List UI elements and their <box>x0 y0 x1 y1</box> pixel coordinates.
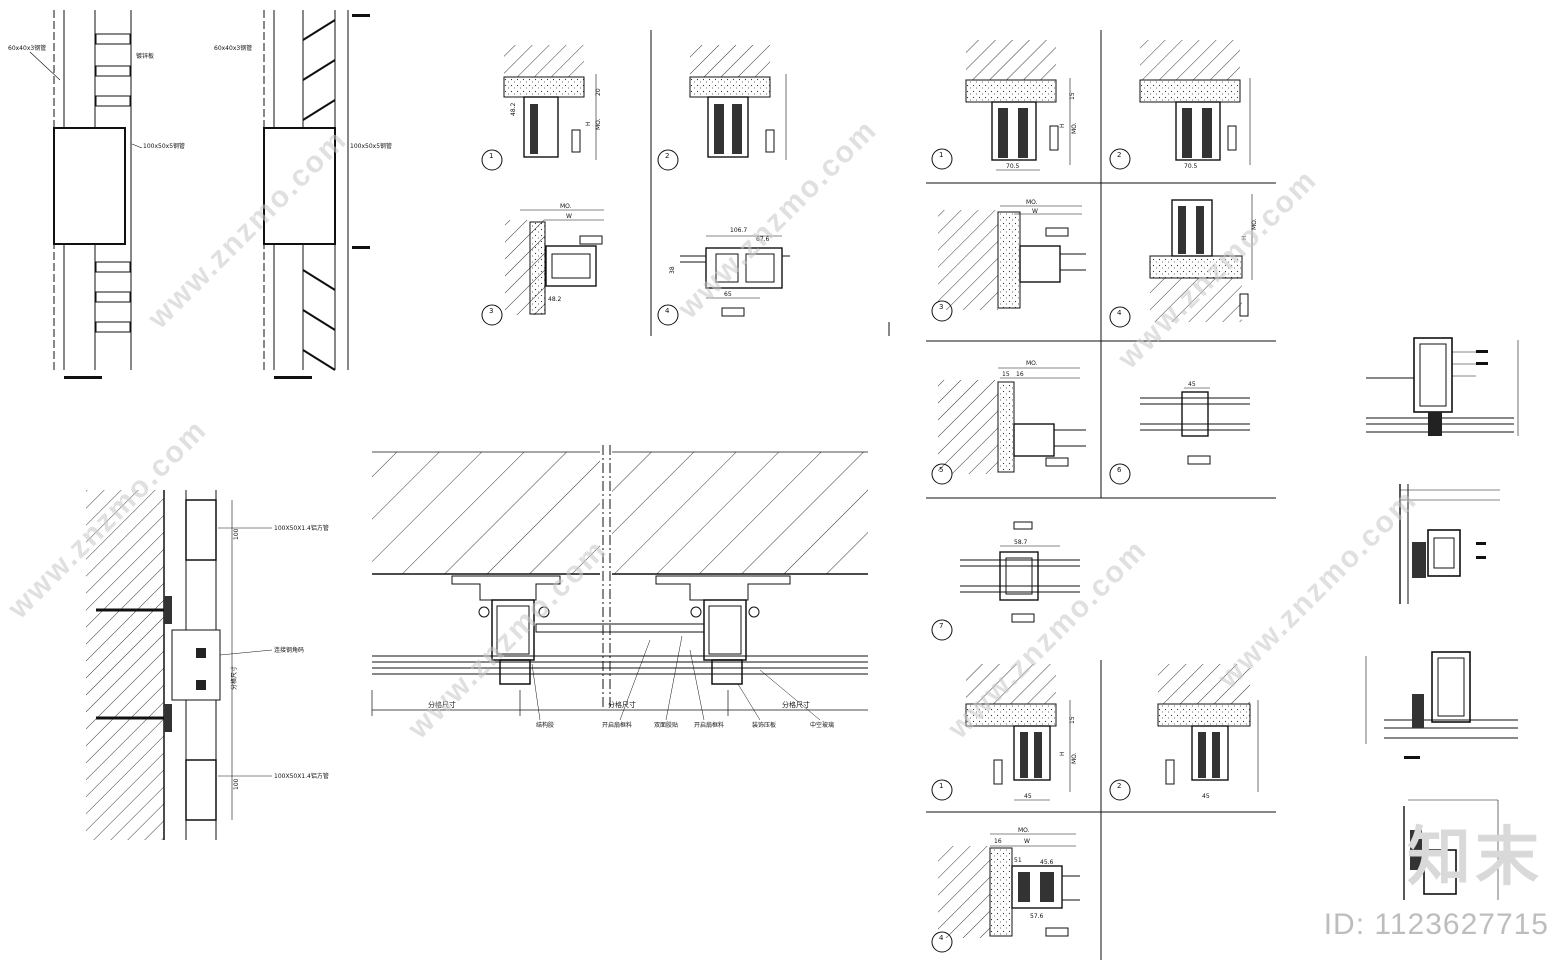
section-b1-number: 1 <box>939 151 943 159</box>
dim-15-b5: 15 <box>1002 371 1010 378</box>
watermark-url-7: www.znzmo.com <box>1211 483 1424 696</box>
label-galvanized-plate: 镀锌板 <box>136 52 154 60</box>
dim-45-c1: 45 <box>1024 793 1032 800</box>
dim-45-6: 45.6 <box>1040 859 1054 866</box>
section-a1-number: 1 <box>489 152 493 160</box>
dim-w-c4: W <box>1024 838 1030 845</box>
dim-106-7: 106.7 <box>730 227 747 234</box>
mullion-callouts: 结构胶 开启扇框料 双面胶贴 开启扇框料 装饰压板 中空玻璃 <box>531 635 834 729</box>
dim-45-c2: 45 <box>1202 793 1210 800</box>
callout-vent-frame-1: 开启扇框料 <box>602 721 632 729</box>
label-aluminum-tube-top: 100X50X1.4铝方管 <box>274 524 329 532</box>
window-details-c: 1 15 H MO. 45 2 45 4 MO. W 16 45.6 57.6 … <box>931 664 1259 953</box>
dim-16-b5: 16 <box>1016 371 1024 378</box>
dim-15-c1: 15 <box>1069 716 1076 724</box>
section-b2-number: 2 <box>1117 151 1121 159</box>
pier-elevation-left: 60x40x3钢管 镀锌板 100x50x5钢管 <box>8 10 185 379</box>
label-100x50-steel: 100x50x5钢管 <box>143 142 185 150</box>
dim-h-b1: H <box>1059 123 1066 128</box>
watermark-brand-logo: 知末 <box>1407 820 1543 895</box>
watermark-id-label: ID: 1123627715 <box>1323 908 1549 941</box>
dim-w-a3: W <box>566 213 572 220</box>
dim-mo-a3: MO. <box>560 203 572 210</box>
dim-mo-a: MO. <box>595 118 602 130</box>
section-b5-number: 5 <box>939 466 943 474</box>
mullion-left <box>451 575 561 685</box>
section-b4-number: 4 <box>1117 309 1122 317</box>
dim-grid-size-2: 分格尺寸 <box>608 700 636 709</box>
label-steel-angle: 连接钢角码 <box>274 646 304 654</box>
dim-mo-c1: MO. <box>1071 752 1078 764</box>
label-aluminum-tube-bottom: 100X50X1.4铝方管 <box>274 772 329 780</box>
dim-h-b4: H <box>1241 235 1248 240</box>
mullion-plan-section: 分格尺寸 分格尺寸 分格尺寸 结构胶 开启扇框料 双面胶贴 开启扇框料 装饰压板… <box>371 445 868 729</box>
dim-58-7: 58.7 <box>1014 539 1028 546</box>
section-a2-number: 2 <box>665 152 669 160</box>
dim-16-c4: 16 <box>994 838 1002 845</box>
dim-100-top: 100 <box>233 528 240 540</box>
embed-plate-detail: 100X50X1.4铝方管 连接钢角码 100X50X1.4铝方管 分格尺寸 1… <box>86 490 329 840</box>
dim-48-2-a3: 48.2 <box>548 296 562 303</box>
dim-100-bottom: 100 <box>233 778 240 790</box>
dim-67-6: 67.6 <box>756 236 770 243</box>
dim-45-b6: 45 <box>1188 381 1196 388</box>
dim-grid-size-3: 分格尺寸 <box>782 700 810 709</box>
window-details-b: 1 15 H MO. 70.5 2 70.5 3 MO. W <box>926 30 1276 960</box>
dim-mo-b1: MO. <box>1071 122 1078 134</box>
callout-vent-frame-2: 开启扇框料 <box>694 721 724 729</box>
window-details-a: 1 48.2 20 H MO. 2 3 48.2 MO. W <box>481 30 790 336</box>
dim-48-2-a: 48.2 <box>510 102 517 116</box>
label-100x50-steel-2: 100x50x5钢管 <box>350 142 392 150</box>
bracket-row <box>95 33 131 333</box>
section-c2-number: 2 <box>1117 782 1121 790</box>
dim-70-5-b1: 70.5 <box>1006 163 1020 170</box>
callout-insulated-glass: 中空玻璃 <box>810 721 834 729</box>
dim-20-a: 20 <box>595 88 602 96</box>
dim-57-6: 57.6 <box>1030 913 1044 920</box>
dim-mo-b4: MO. <box>1251 218 1258 230</box>
callout-structural-silicone: 结构胶 <box>536 721 554 729</box>
section-c4-number: 4 <box>939 934 944 942</box>
dim-w-b3: W <box>1032 208 1038 215</box>
dim-mo-c4: MO. <box>1018 827 1030 834</box>
section-a4-number: 4 <box>665 307 670 315</box>
section-a3-number: 3 <box>489 307 493 315</box>
dim-mo-b5: MO. <box>1026 360 1038 367</box>
right-stack-details <box>1365 337 1519 900</box>
section-b6-number: 6 <box>1117 466 1122 474</box>
dim-grid-size-1: 分格尺寸 <box>428 700 456 709</box>
dim-65: 65 <box>724 291 732 298</box>
dim-h-a: H <box>585 121 592 126</box>
label-60x40-steel-2: 60x40x3钢管 <box>214 44 252 52</box>
callout-cover-plate: 装饰压板 <box>752 721 776 729</box>
watermark-url-5: www.znzmo.com <box>1111 163 1324 376</box>
dim-grid-size-vertical: 分格尺寸 <box>230 666 238 690</box>
dim-h-c1: H <box>1059 751 1066 756</box>
section-b3-number: 3 <box>939 303 943 311</box>
watermark-url-4: www.znzmo.com <box>671 113 884 326</box>
dim-mo-b3: MO. <box>1026 199 1038 206</box>
section-c1-number: 1 <box>939 782 943 790</box>
label-60x40-steel: 60x40x3钢管 <box>8 44 46 52</box>
pier-elevation-right: 60x40x3钢管 100x50x5钢管 <box>214 10 392 379</box>
dim-15-b1: 15 <box>1069 92 1076 100</box>
dim-38: 38 <box>669 266 676 274</box>
callout-double-sided-tape: 双面胶贴 <box>654 721 678 729</box>
dim-51: 51 <box>1014 857 1022 864</box>
dim-70-5-b2: 70.5 <box>1184 163 1198 170</box>
section-b7-number: 7 <box>939 622 943 630</box>
